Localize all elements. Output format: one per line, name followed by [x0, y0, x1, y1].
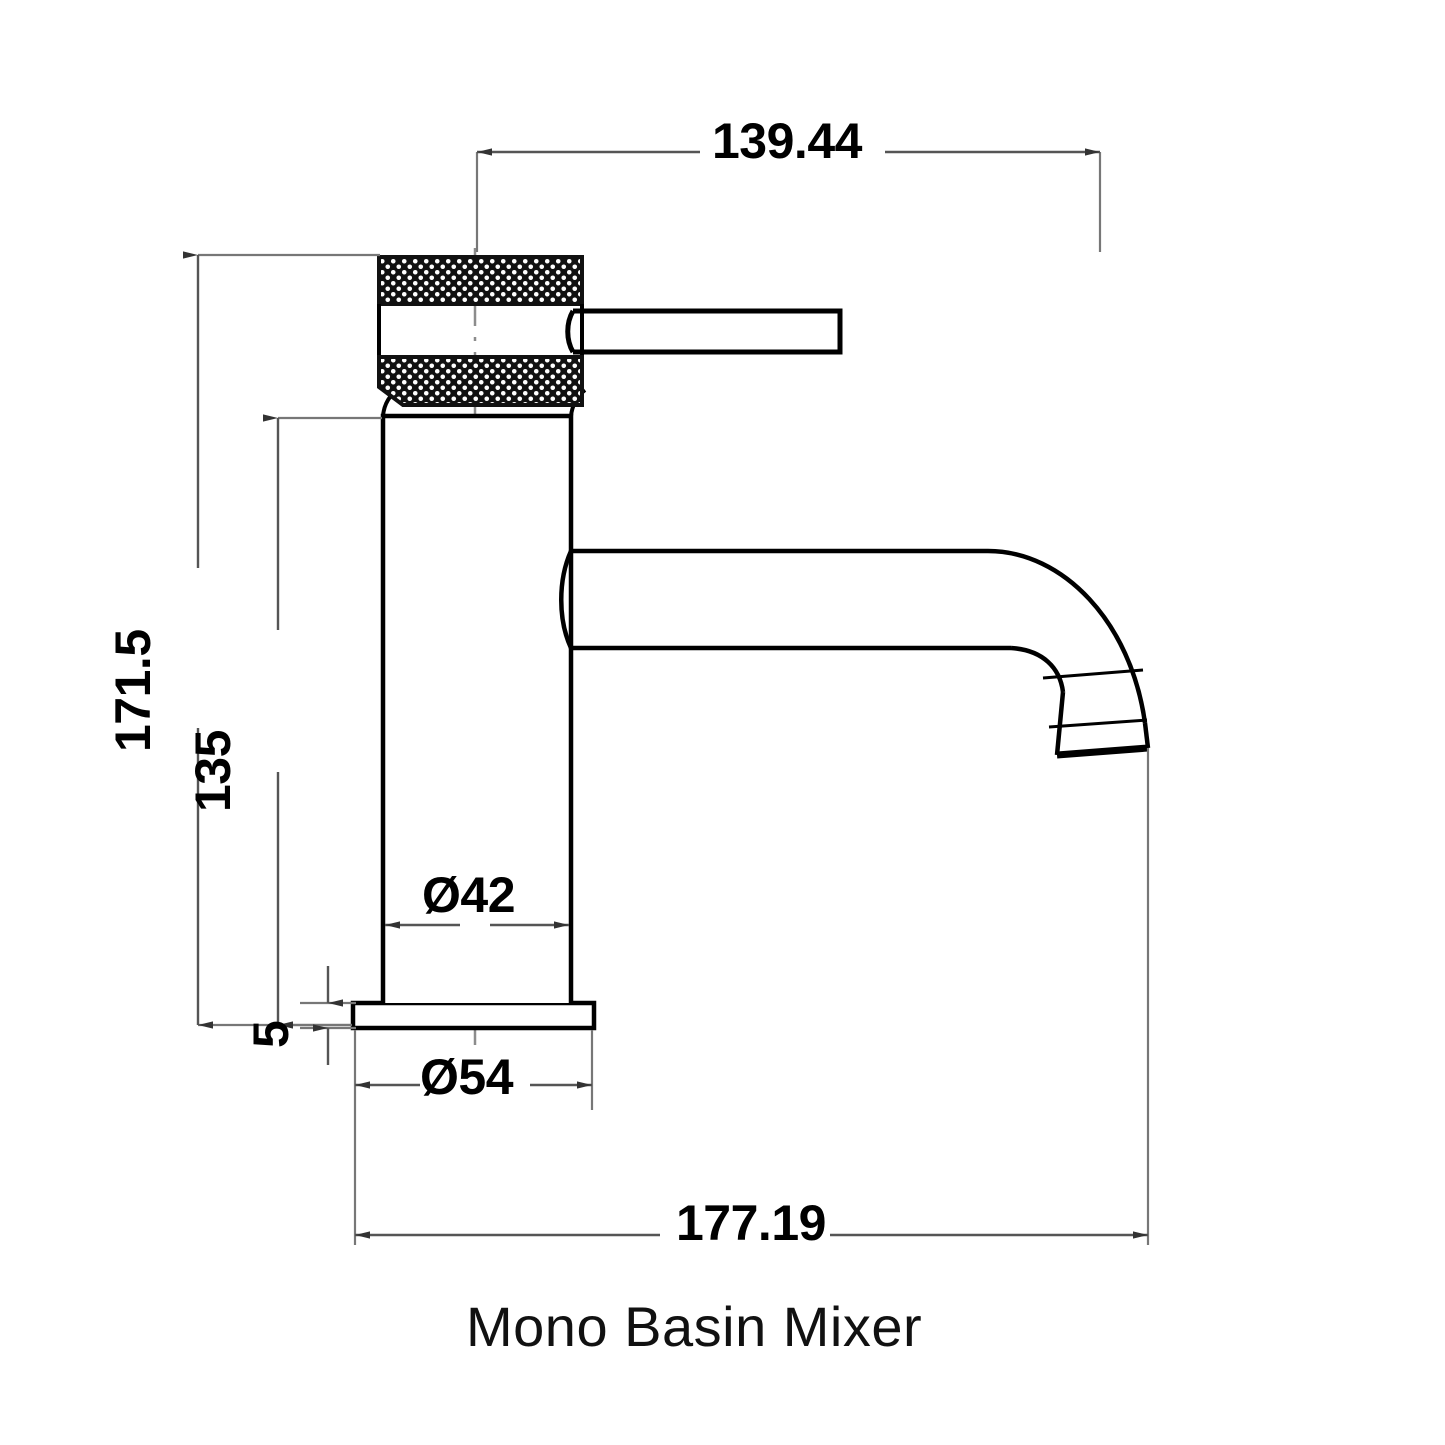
- spout-arm: [559, 548, 1151, 759]
- dim-label-d42: Ø42: [422, 867, 516, 923]
- dim-label-5: 5: [243, 1020, 299, 1048]
- dim-label-177-19: 177.19: [676, 1195, 826, 1251]
- cap-mid-band: [377, 304, 584, 357]
- knurled-cap-upper: [377, 255, 584, 306]
- dim-label-171-5: 171.5: [105, 629, 161, 752]
- dim-label-135: 135: [185, 730, 241, 812]
- body-cylinder: [380, 413, 574, 1003]
- knurled-cap-lower: [377, 355, 584, 407]
- dim-139-44: [475, 148, 1102, 252]
- dim-177-19: [353, 748, 1150, 1245]
- dim-d54: [353, 1030, 594, 1110]
- base-flange: [350, 1000, 597, 1031]
- dim-label-139-44: 139.44: [712, 113, 862, 169]
- dim-label-d54: Ø54: [420, 1049, 514, 1105]
- dim-5: [300, 966, 356, 1065]
- lever-handle: [565, 308, 843, 355]
- dim-171-5: [183, 251, 380, 1029]
- dim-135: [263, 414, 382, 1029]
- drawing-title: Mono Basin Mixer: [466, 1295, 923, 1358]
